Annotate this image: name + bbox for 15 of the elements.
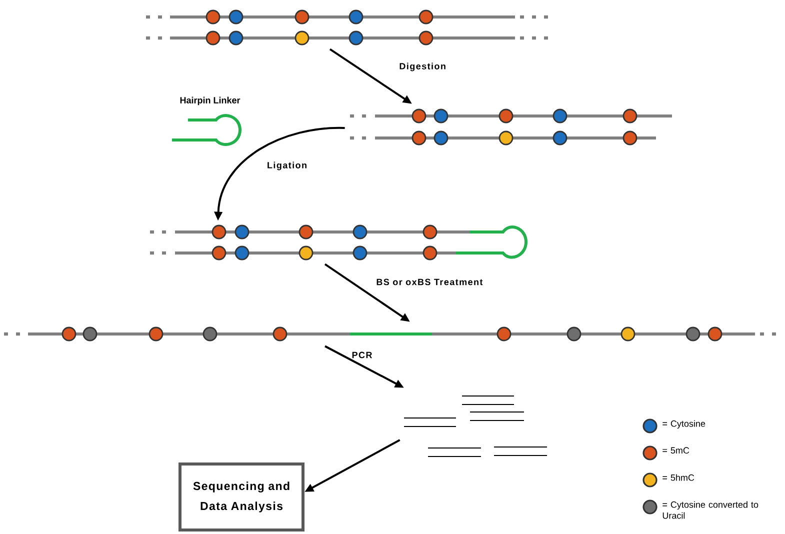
edge-label: Ligation — [268, 162, 306, 170]
legend-label: = 5hmC — [662, 474, 694, 481]
dna-drawing — [350, 108, 672, 146]
dna-drawing — [150, 224, 528, 260]
legend-label: = 5mC — [662, 447, 690, 454]
edge-label: Digestion — [400, 62, 446, 72]
edge-label: PCR — [352, 352, 372, 358]
legend-label: = Cytosine — [662, 420, 706, 429]
legend-label: = Cytosine converted to Uracil — [662, 501, 758, 519]
dna-drawing — [146, 10, 548, 46]
dna-drawing — [4, 326, 776, 342]
edge-label: BS or oxBS Treatment — [376, 278, 483, 286]
process-box: Sequencing and Data Analysis — [178, 462, 304, 532]
dna-drawing — [404, 396, 548, 457]
part-label: Hairpin Linker — [180, 96, 240, 106]
